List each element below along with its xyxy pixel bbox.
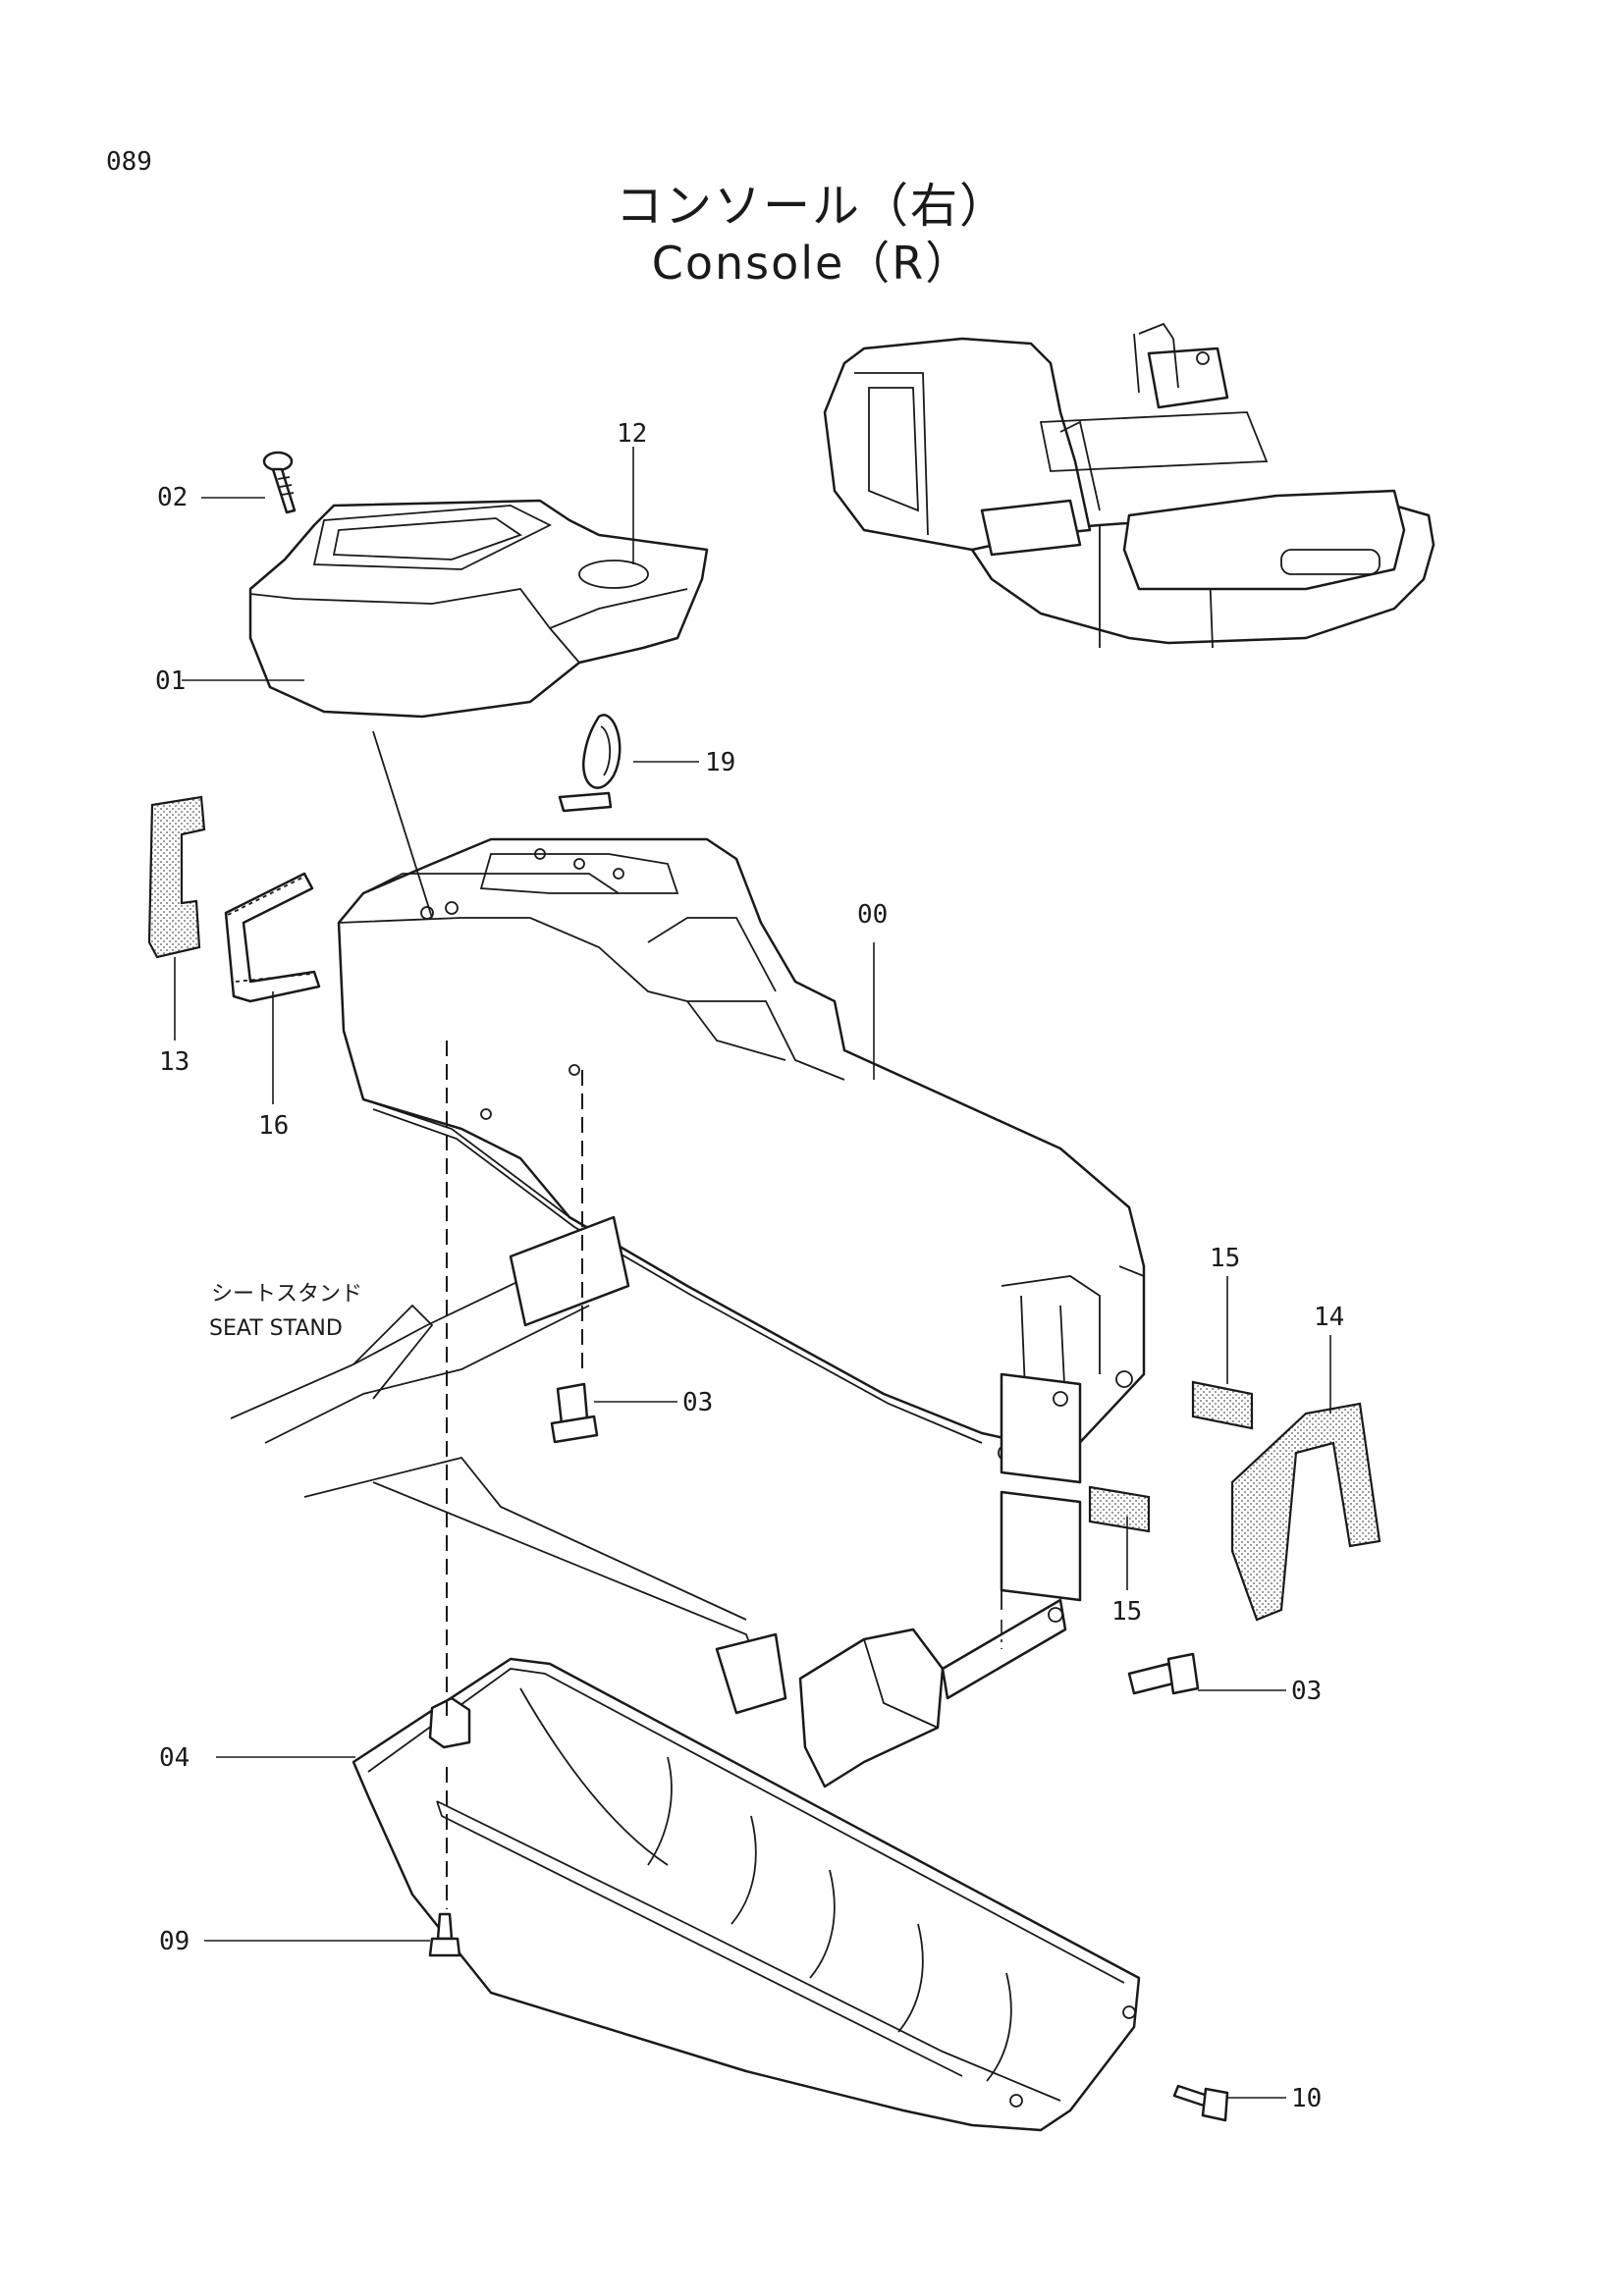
seat-stand-label-jp: シートスタンド [211,1282,362,1307]
callout-12: 12 [617,419,647,449]
bolt-03-upper [550,1382,599,1444]
callout-19: 19 [705,748,735,777]
pad-13 [147,795,206,959]
title-japanese: コンソール（右） [615,179,1008,234]
pad-14 [1230,1402,1381,1622]
callout-14: 14 [1314,1303,1344,1332]
callout-04: 04 [159,1743,189,1773]
assembly-guide-lines [372,730,1002,1909]
callout-13: 13 [159,1047,189,1077]
callout-15-upper: 15 [1210,1244,1240,1273]
title-english: Console（R） [651,237,973,290]
callout-03-upper: 03 [682,1388,713,1417]
callout-00: 00 [857,900,888,930]
seal-16 [224,872,321,1003]
page-number: 089 [106,147,152,177]
under-cover-04 [352,1657,1141,2132]
seat-stand-label-en: SEAT STAND [209,1316,343,1341]
callout-15-lower: 15 [1111,1597,1142,1627]
callout-02: 02 [157,483,188,512]
screw-09 [428,1912,461,1957]
callout-01: 01 [155,667,186,696]
screw-02 [262,451,297,514]
leader-lines [174,447,1331,2099]
callout-03-lower: 03 [1291,1677,1322,1706]
bolt-10 [1172,2084,1229,2122]
callout-16: 16 [258,1111,289,1141]
seat-stand [230,1215,1082,1789]
callout-10: 10 [1291,2084,1322,2113]
bolt-03-lower [1127,1652,1200,1695]
excavator-overview [823,322,1435,649]
console-body-00 [337,837,1146,1462]
console-cover-01 [248,499,709,719]
callout-09: 09 [159,1927,189,1956]
clamp-19 [558,714,622,813]
pad-15-upper [1191,1380,1254,1430]
pad-15-lower [1088,1485,1151,1533]
